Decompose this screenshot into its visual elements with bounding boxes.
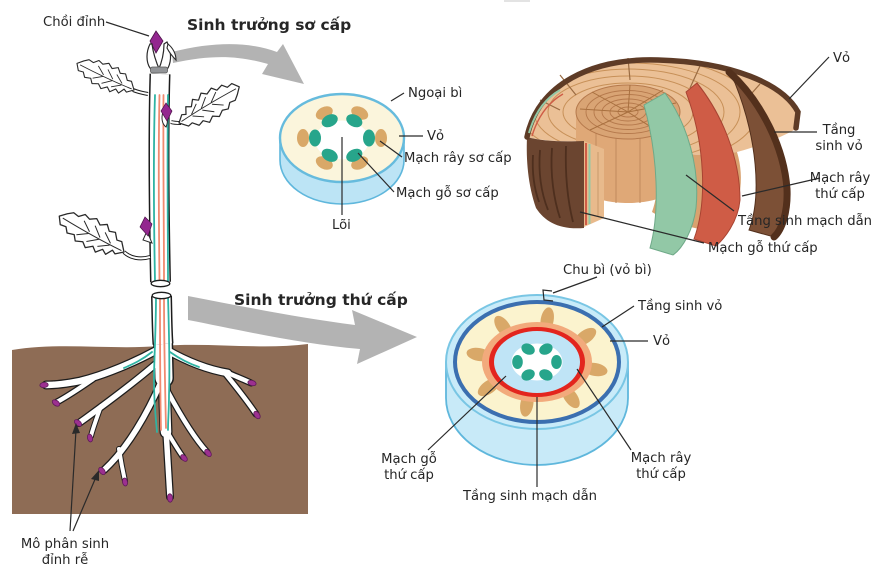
- axillary-bud-upper: [160, 102, 173, 128]
- apical-bud: [146, 30, 177, 74]
- periderm-bracket: [542, 289, 554, 302]
- label-log-secondary-phloem-2: thứ cấp: [815, 186, 865, 202]
- label-epidermis: Ngoại bì: [408, 85, 462, 101]
- mid-left-leaf: [51, 201, 133, 266]
- label-root-meristem-1: Mô phân sinh: [21, 536, 109, 552]
- upper-right-leaf: [171, 73, 248, 137]
- cropped-edge-artifact: [504, 0, 530, 2]
- heading-secondary-growth: Sinh trưởng thứ cấp: [234, 291, 408, 309]
- label-log-cork-cambium-1: Tầng: [822, 122, 856, 138]
- log-bark-rim: [524, 57, 801, 140]
- label-secondary-phloem-1: Mạch rây: [631, 450, 692, 466]
- label-primary-phloem: Mạch rây sơ cấp: [404, 150, 512, 166]
- label-log-cork-cambium-2: sinh vỏ: [815, 138, 862, 154]
- leaves-and-buds: [51, 30, 248, 266]
- label-secondary-cortex: Vỏ: [653, 333, 670, 349]
- heading-primary-growth: Sinh trưởng sơ cấp: [187, 16, 351, 34]
- label-secondary-cork-cambium: Tầng sinh vỏ: [637, 298, 722, 314]
- secondary-growth-arrow: [188, 296, 417, 364]
- primary-growth-arrow: [172, 44, 304, 84]
- log-outer-bark-strip: [725, 68, 791, 241]
- label-shoot-apex: Chồi đỉnh: [43, 13, 105, 30]
- secondary-primary-xylem-blobs: [512, 343, 562, 381]
- label-log-secondary-phloem-1: Mạch rây: [810, 170, 871, 186]
- axillary-bud-mid: [139, 216, 153, 244]
- leader-lines: [69, 21, 830, 532]
- upper-left-leaf: [71, 50, 141, 103]
- label-primary-cortex: Vỏ: [427, 128, 444, 144]
- meristem-arrowhead-2: [91, 470, 99, 481]
- label-log-bark: Vỏ: [833, 50, 850, 66]
- log-illustration: [524, 57, 801, 256]
- label-primary-xylem: Mạch gỗ sơ cấp: [396, 184, 499, 201]
- stem-node-band: [150, 66, 168, 74]
- stem-cut-top: [150, 279, 171, 288]
- stem-vascular-strands: [123, 94, 200, 433]
- log-bark-face: [526, 137, 584, 229]
- label-root-meristem-2: đỉnh rễ: [42, 551, 88, 568]
- label-log-secondary-xylem: Mạch gỗ thứ cấp: [708, 239, 818, 256]
- label-secondary-vascular-cambium: Tầng sinh mạch dẫn: [462, 487, 597, 504]
- meristem-arrowhead-1: [72, 423, 80, 434]
- log-sheet-vascular-cambium: [643, 92, 698, 256]
- label-log-vascular-cambium: Tầng sinh mạch dẫn: [737, 212, 872, 229]
- primary-cross-section: [278, 92, 406, 205]
- label-pith: Lõi: [332, 218, 351, 233]
- label-periderm: Chu bì (vỏ bì): [563, 262, 652, 278]
- label-secondary-phloem-2: thứ cấp: [636, 466, 686, 482]
- stem: [123, 73, 200, 433]
- primary-vascular-bundles: [297, 106, 387, 170]
- stem-cut-bottom: [151, 291, 172, 300]
- label-secondary-xylem-2: thứ cấp: [384, 467, 434, 483]
- label-secondary-xylem-1: Mạch gỗ: [381, 450, 437, 467]
- log-radial-cut-face: [584, 141, 604, 227]
- root-system: [39, 328, 261, 503]
